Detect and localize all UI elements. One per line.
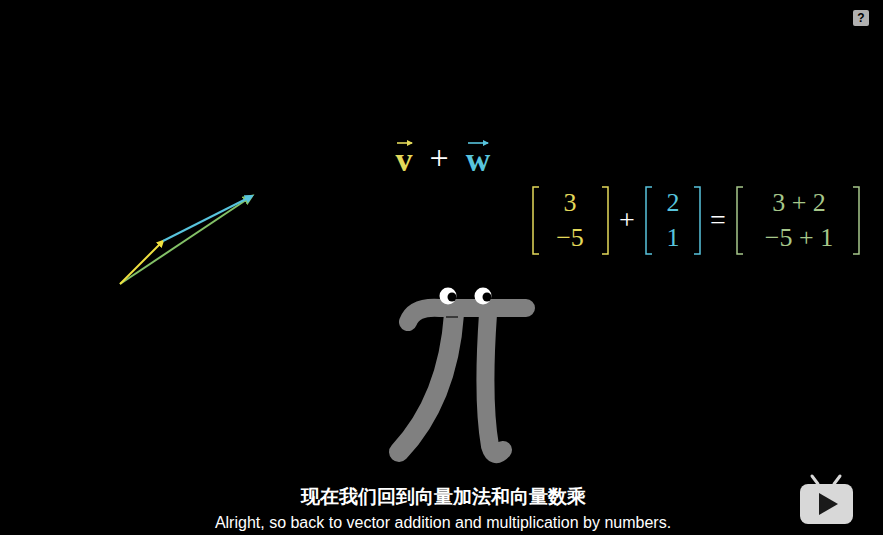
matrix-entry: −5 [556,225,584,251]
matrix-bracket [646,187,652,254]
subtitle-english: Alright, so back to vector addition and … [215,515,671,531]
plus-sign: + [619,206,635,234]
vector-symbol: w [466,143,491,177]
pi-eye [440,288,457,305]
matrix-entry: −5 + 1 [765,225,833,251]
pi-eye [475,288,492,305]
matrix-entry: 3 + 2 [772,190,826,216]
matrix-bracket [853,187,859,254]
help-mark: ? [857,12,864,24]
logo-antenna [834,476,840,484]
matrix-entry: 3 [564,190,577,216]
tv-logo [800,476,853,524]
help-icon [853,10,869,26]
pi-top-bar [408,308,526,322]
matrix-bracket [533,187,539,254]
matrix-bracket [602,187,608,254]
v-vector [120,241,163,284]
subtitle-chinese: 现在我们回到向量加法和向量数乘 [301,487,586,506]
matrix-bracket [737,187,743,254]
logo-body [800,484,853,524]
matrix-entry: 1 [667,225,680,251]
pi-left-leg [399,314,454,452]
matrix-bracket [694,187,700,254]
plus-sign: + [429,141,448,175]
matrix-entry: 2 [667,190,680,216]
pi-mouth [446,316,458,318]
sum-vector [120,196,252,284]
pi-pupil [483,293,492,302]
logo-play [819,493,838,515]
logo-antenna [812,476,818,484]
pi-right-leg [485,314,503,454]
pi-creature [399,288,526,455]
w-vector [163,196,252,241]
pi-pupil [448,293,457,302]
vector-symbol: v [396,143,413,177]
equals-sign: = [710,206,726,234]
